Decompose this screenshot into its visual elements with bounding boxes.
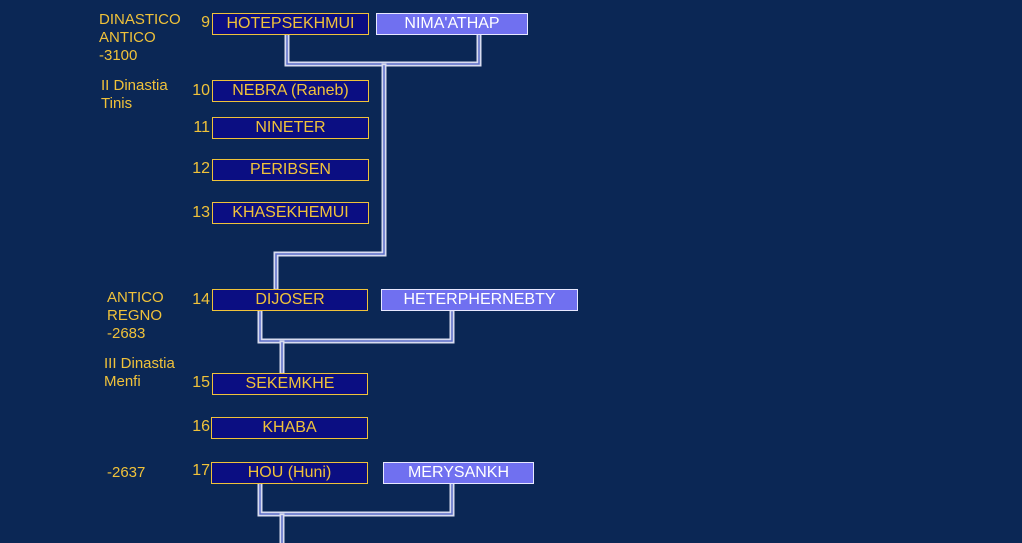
ruler-box-hotepsekhmui: HOTEPSEKHMUI <box>212 13 369 35</box>
era-label-dinastico-antico: DINASTICO ANTICO -3100 <box>99 11 181 64</box>
ruler-box-nebra: NEBRA (Raneb) <box>212 80 369 102</box>
ruler-box-hou: HOU (Huni) <box>211 462 368 484</box>
era-label-antico-regno: ANTICO REGNO -2683 <box>107 289 164 342</box>
ruler-box-sekemkhe: SEKEMKHE <box>212 373 368 395</box>
consort-box-merysankh: MERYSANKH <box>383 462 534 484</box>
ruler-number: 13 <box>192 204 210 221</box>
ruler-box-nineter: NINETER <box>212 117 369 139</box>
ruler-number: 10 <box>192 82 210 99</box>
ruler-box-peribsen: PERIBSEN <box>212 159 369 181</box>
era-label-date-2637: -2637 <box>107 464 146 481</box>
era-label-second-dynasty: II Dinastia Tinis <box>101 77 168 112</box>
ruler-box-dijoser: DIJOSER <box>212 289 368 311</box>
ruler-number: 16 <box>192 418 210 435</box>
ruler-number: 15 <box>192 374 210 391</box>
ruler-box-khasekhemui: KHASEKHEMUI <box>212 202 369 224</box>
ruler-box-khaba: KHABA <box>211 417 368 439</box>
connector-descent-to-dijoser <box>273 63 387 291</box>
ruler-number: 9 <box>201 14 210 31</box>
ruler-number: 17 <box>192 462 210 479</box>
ruler-number: 11 <box>193 119 210 136</box>
ruler-number: 14 <box>192 291 210 308</box>
consort-box-nimaathap: NIMA'ATHAP <box>376 13 528 35</box>
connector-hotepsekhmui-nimaathap <box>284 32 482 67</box>
ruler-number: 12 <box>192 160 210 177</box>
connector-dijoser-heterphernebty <box>257 309 455 344</box>
connector-hou-merysankh <box>257 481 455 517</box>
era-label-third-dynasty: III Dinastia Menfi <box>104 355 175 390</box>
consort-box-heterphernebty: HETERPHERNEBTY <box>381 289 578 311</box>
